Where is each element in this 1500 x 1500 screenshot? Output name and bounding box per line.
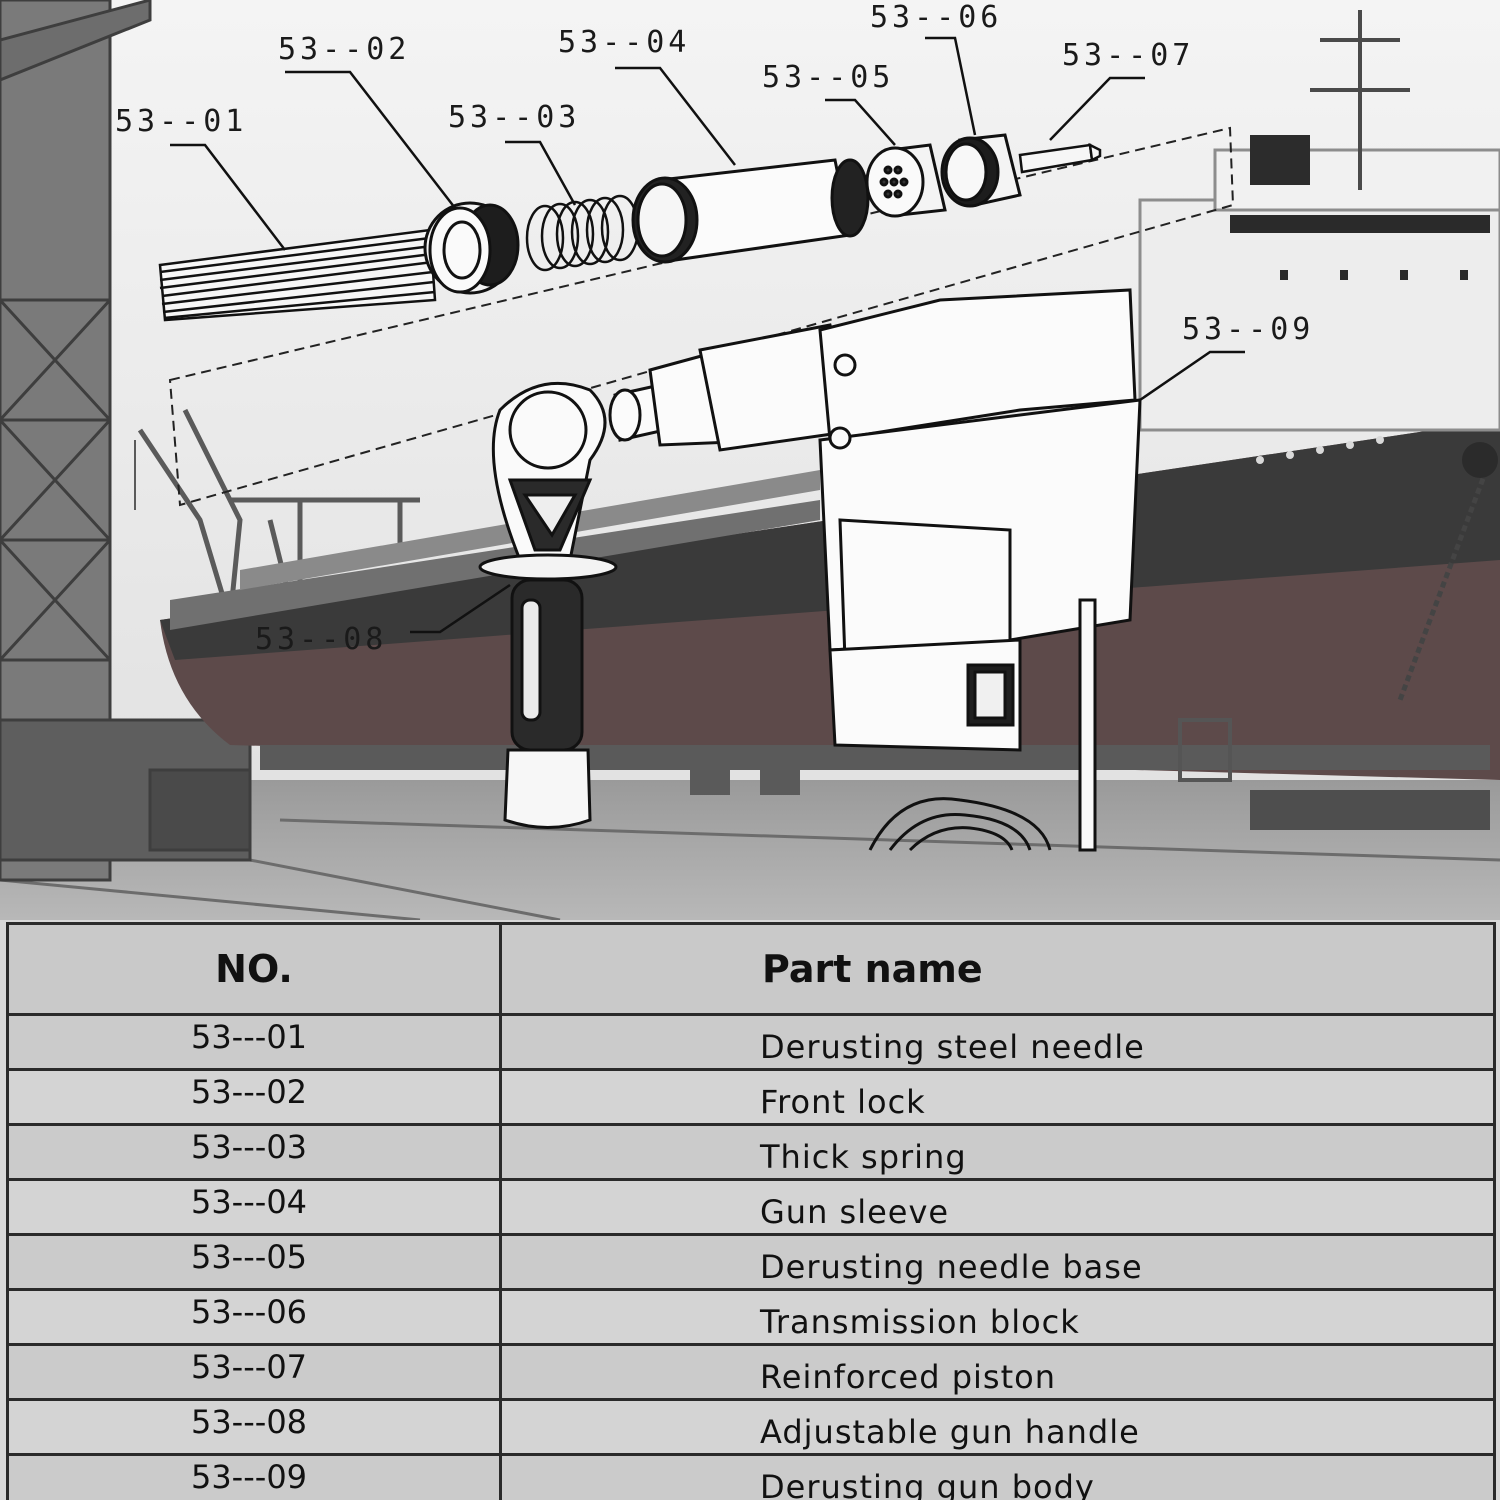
header-no: NO.	[6, 922, 502, 1016]
part-gun-sleeve	[631, 158, 870, 264]
part-reinforced-piston	[1018, 142, 1102, 174]
part-steel-needle-bundle	[158, 228, 437, 322]
part-name-cell: Gun sleeve	[499, 1178, 1496, 1236]
part-thick-spring	[525, 194, 640, 272]
part-number-cell: 53---09	[6, 1453, 502, 1500]
part-number-cell: 53---08	[6, 1398, 502, 1456]
part-number-cell: 53---06	[6, 1288, 502, 1346]
part-number-cell: 53---02	[6, 1068, 502, 1126]
distant-cranes	[134, 408, 420, 621]
callout-53-09: 53--09	[1182, 312, 1315, 347]
table-row: 53---09 Derusting gun body	[6, 1453, 1496, 1500]
part-needle-base	[865, 143, 947, 218]
callout-53-08: 53--08	[255, 622, 388, 657]
table-row: 53---08 Adjustable gun handle	[6, 1398, 1496, 1456]
part-name-cell: Transmission block	[499, 1288, 1496, 1346]
leader-lines	[170, 36, 1245, 634]
part-name-cell: Derusting steel needle	[499, 1013, 1496, 1071]
callout-53-06: 53--06	[870, 0, 1003, 35]
dock-lines	[0, 818, 1500, 920]
part-name-cell: Front lock	[499, 1068, 1496, 1126]
part-front-lock	[423, 201, 520, 295]
table-row: 53---01 Derusting steel needle	[6, 1013, 1496, 1071]
part-number-cell: 53---03	[6, 1123, 502, 1181]
part-number-cell: 53---01	[6, 1013, 502, 1071]
table-row: 53---07 Reinforced piston	[6, 1343, 1496, 1401]
assembly-guide-dashed	[168, 126, 1235, 507]
callout-53-02: 53--02	[278, 32, 411, 67]
callout-53-07: 53--07	[1062, 38, 1195, 73]
part-number-cell: 53---04	[6, 1178, 502, 1236]
part-name-cell: Adjustable gun handle	[499, 1398, 1496, 1456]
part-transmission-block	[940, 133, 1022, 208]
part-number-cell: 53---07	[6, 1343, 502, 1401]
part-number-cell: 53---05	[6, 1233, 502, 1291]
callout-53-01: 53--01	[115, 104, 248, 139]
table-row: 53---03 Thick spring	[6, 1123, 1496, 1181]
part-adjustable-handle	[478, 381, 618, 829]
gantry-crane-left	[0, 0, 252, 882]
header-part-name: Part name	[499, 922, 1496, 1016]
table-header-row: NO. Part name	[6, 922, 1496, 1016]
callout-53-04: 53--04	[558, 25, 691, 60]
table-row: 53---06 Transmission block	[6, 1288, 1496, 1346]
part-name-cell: Thick spring	[499, 1123, 1496, 1181]
part-name-cell: Reinforced piston	[499, 1343, 1496, 1401]
table-row: 53---02 Front lock	[6, 1068, 1496, 1126]
part-name-cell: Derusting gun body	[499, 1453, 1496, 1500]
part-gun-body	[608, 288, 1142, 852]
part-name-cell: Derusting needle base	[499, 1233, 1496, 1291]
keel-blocks	[260, 718, 1490, 830]
table-row: 53---04 Gun sleeve	[6, 1178, 1496, 1236]
shipyard-scene	[0, 0, 1500, 920]
callout-53-05: 53--05	[762, 60, 895, 95]
parts-table: NO. Part name 53---01 Derusting steel ne…	[6, 922, 1496, 1500]
callout-53-03: 53--03	[448, 100, 581, 135]
table-row: 53---05 Derusting needle base	[6, 1233, 1496, 1291]
